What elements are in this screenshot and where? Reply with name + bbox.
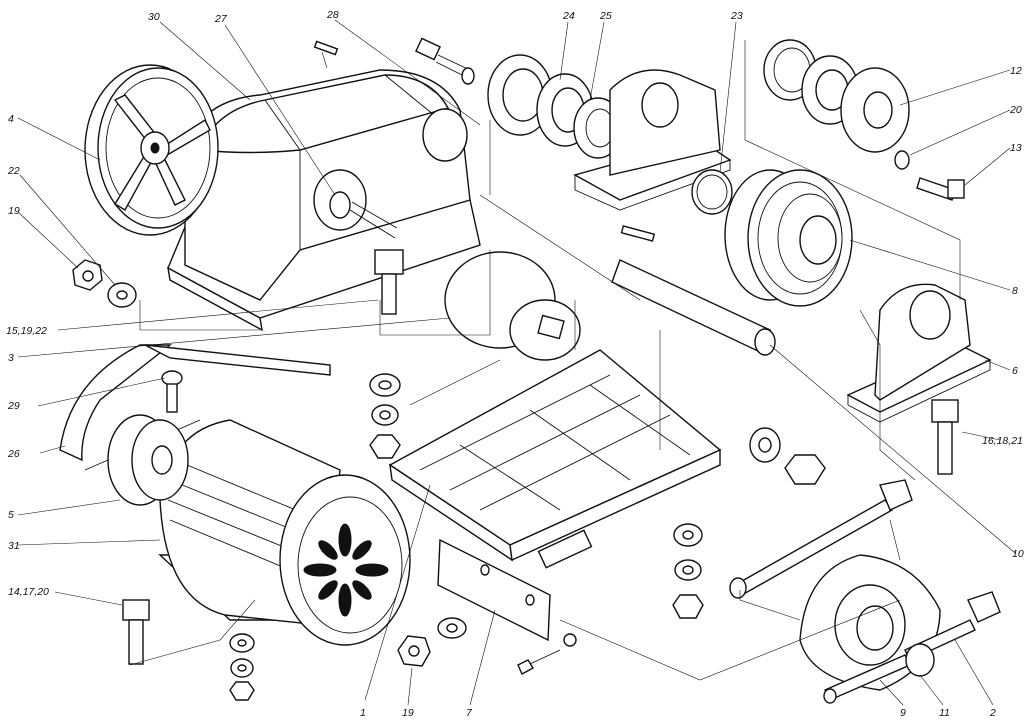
drive-shaft [611, 225, 776, 356]
pillow-block-upper [573, 69, 732, 211]
callout-12: 12 [1010, 65, 1022, 77]
callout-4: 4 [8, 113, 14, 125]
callout-3: 3 [8, 352, 14, 364]
screw [161, 370, 183, 413]
callout-6: 6 [1012, 365, 1018, 377]
fastener-stack-center [369, 373, 401, 459]
callout-8: 8 [1012, 285, 1018, 297]
hex-bolt-gearbox [374, 249, 404, 315]
bearing-set-right [763, 39, 965, 201]
motor-pulley [107, 414, 189, 506]
hex-bolt-right [931, 399, 959, 475]
nut-and-washer-bottom [397, 617, 467, 667]
callout-19-bottom: 19 [402, 707, 414, 719]
callout-29: 29 [7, 400, 20, 412]
fastener-stack-right [749, 427, 826, 485]
callout-22: 22 [7, 165, 20, 177]
callout-30: 30 [148, 11, 160, 23]
callout-20-top: 20 [1009, 104, 1022, 116]
gearbox-reducer [167, 40, 481, 332]
callout-14-17-20: 14,17,20 [8, 586, 49, 598]
tensioner-assembly [799, 554, 1001, 704]
callout-15-19-22: 15,19,22 [6, 325, 47, 337]
nut-and-washer-left [72, 259, 137, 308]
grooved-pulley [724, 169, 853, 307]
callout-25: 25 [599, 10, 612, 22]
large-pulley-wheel [84, 64, 219, 236]
fastener-stack-frame [672, 523, 704, 619]
callout-9: 9 [900, 707, 906, 719]
callout-23: 23 [730, 10, 743, 22]
pillow-block-lower [846, 283, 992, 423]
hex-bolt-motor [122, 599, 150, 665]
callout-13: 13 [1010, 142, 1022, 154]
base-frame [388, 349, 722, 569]
callout-1: 1 [360, 707, 366, 719]
callout-26: 26 [7, 448, 20, 460]
callout-27: 27 [214, 13, 228, 25]
angle-plate [437, 538, 577, 675]
callout-5: 5 [8, 509, 14, 521]
electric-motor [158, 419, 411, 646]
fastener-stack-motor [229, 633, 255, 701]
retaining-ring [691, 169, 733, 215]
callout-16-18-21: 16,18,21 [982, 435, 1023, 447]
motor-fan-icon [303, 523, 389, 617]
callout-31: 31 [8, 540, 20, 552]
callout-24: 24 [562, 10, 575, 22]
callout-11: 11 [939, 707, 950, 719]
v-belts [59, 344, 331, 471]
callout-19-left: 19 [8, 205, 20, 217]
callout-labels: 30 27 28 24 25 23 12 20 13 4 22 19 15,19… [6, 9, 1024, 719]
callout-7: 7 [466, 707, 473, 719]
coupling [444, 251, 581, 361]
tension-rod [729, 479, 913, 599]
callout-28: 28 [326, 9, 339, 21]
callout-2: 2 [989, 707, 996, 719]
callout-10: 10 [1012, 548, 1024, 560]
leader-lines [17, 19, 1016, 706]
